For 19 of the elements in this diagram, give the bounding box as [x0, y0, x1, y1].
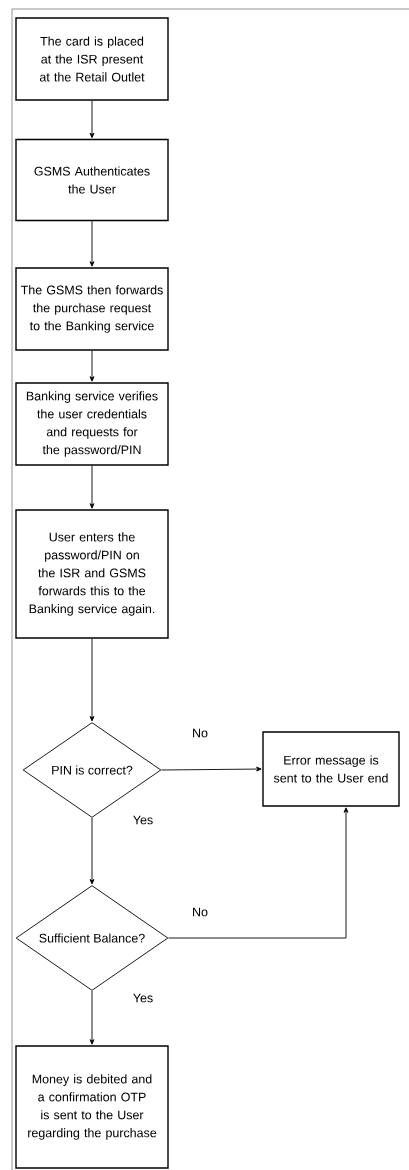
arrow — [89, 100, 95, 139]
arrow — [168, 807, 349, 939]
arrow — [89, 990, 95, 1045]
edge-label: Yes — [131, 992, 155, 1004]
process-box: Error message is sent to the User end — [262, 731, 400, 807]
arrow — [89, 817, 95, 885]
process-box: The GSMS then forwards the purchase request to the Banking service — [15, 267, 169, 351]
process-box: Banking service verifies the user credentials and requests for the password/PIN — [15, 382, 169, 466]
process-box: GSMS Authenticates the User — [15, 138, 169, 222]
edge-label: No — [191, 727, 209, 739]
arrow — [89, 465, 95, 509]
edge-label: No — [191, 906, 209, 918]
process-box: The card is placed at the ISR present at the Retail Outlet — [15, 17, 169, 101]
arrow — [161, 766, 262, 772]
arrow — [89, 350, 95, 382]
process-box: Money is debited and a confirmation OTP is sent to the User regarding the purchase — [15, 1045, 169, 1169]
arrow — [89, 220, 95, 267]
process-box: User enters the password/PIN on the ISR and GSMS forwards this to the Banking service again. — [15, 509, 169, 639]
arrow — [89, 638, 95, 722]
